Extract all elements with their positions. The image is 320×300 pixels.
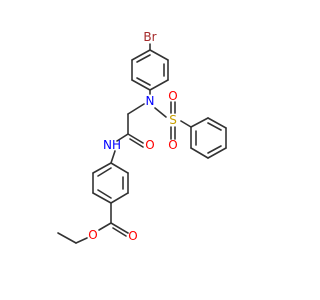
amide-nh-label: NH	[103, 138, 121, 152]
sulfur-atom-label: S	[169, 113, 177, 127]
benzoate-ring	[92, 162, 129, 204]
molecule-diagram: Br N S O O O NH O O	[57, 30, 227, 244]
amide-c-o-bond-2	[129, 138, 144, 148]
amide-oxygen-label: O	[145, 138, 154, 152]
structure-svg: Br N S O O O NH O O	[57, 30, 227, 244]
bromine-atom-label: Br	[143, 30, 156, 44]
o-ch2-bond	[75, 237, 88, 244]
ester-c-o-double	[110, 222, 129, 234]
ester-c-o-double-2	[112, 227, 127, 237]
ester-carbonyl-oxygen-label: O	[128, 229, 137, 243]
amide-c-o-bond	[127, 133, 144, 144]
carbonyl-nh-bond	[116, 133, 129, 142]
s-phenyl-bond	[180, 120, 192, 128]
bromophenyl-ring	[131, 49, 169, 91]
sulfonyl-oxygen-top-label: O	[168, 89, 177, 103]
ethyl-bond	[57, 232, 77, 244]
sulfonyl-oxygen-bottom-label: O	[168, 138, 177, 152]
ester-oxygen-label: O	[88, 228, 97, 242]
ester-c-o-single	[98, 222, 112, 231]
n-ch2-bond	[127, 103, 145, 115]
phenylsulfonyl-ring	[190, 117, 227, 159]
sulfonamide-nitrogen-label: N	[146, 94, 155, 108]
nh-ring-bond	[110, 150, 116, 164]
n-s-bond	[154, 107, 167, 118]
